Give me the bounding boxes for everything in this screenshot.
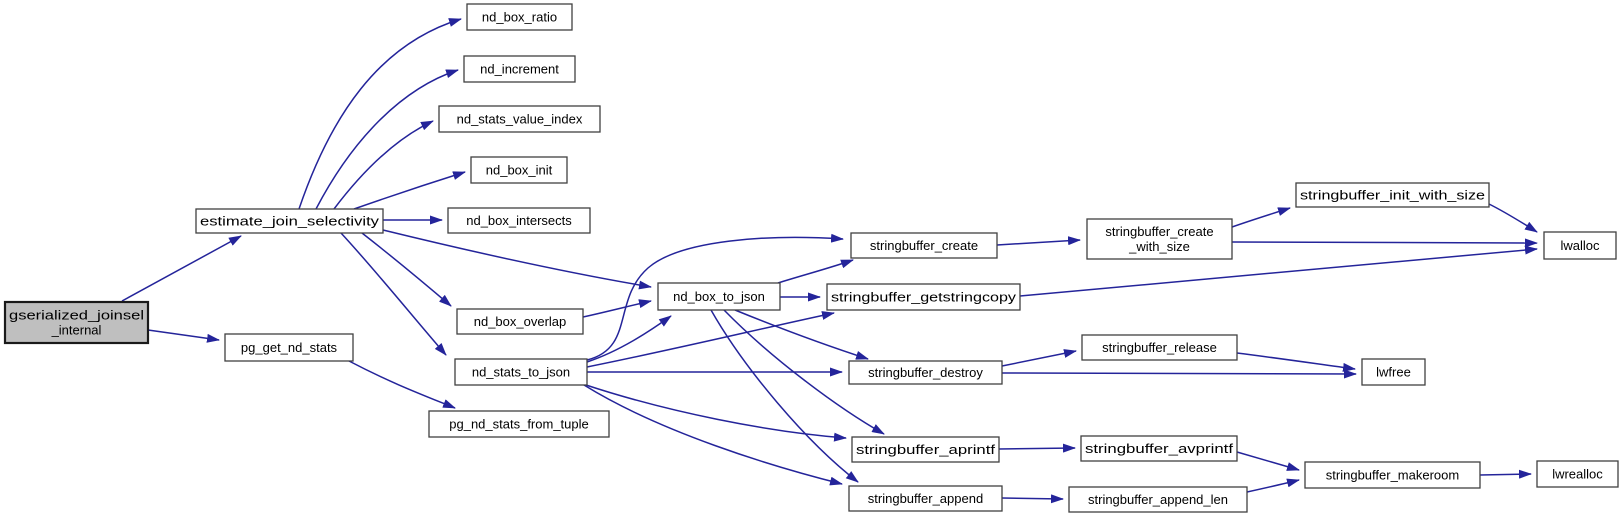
node-stringbuffer_create_with_size[interactable]: stringbuffer_create_with_size: [1086, 218, 1233, 260]
node-label: stringbuffer_getstringcopy: [831, 290, 1017, 305]
node-stringbuffer_create[interactable]: stringbuffer_create: [850, 232, 998, 259]
edge-estimate_join_selectivity-to-nd_stats_value_index: [333, 120, 434, 210]
node-nd_box_intersects[interactable]: nd_box_intersects: [447, 207, 591, 234]
edge-estimate_join_selectivity-to-nd_box_ratio: [298, 18, 462, 210]
node-label: nd_stats_value_index: [457, 112, 583, 127]
edge-nd_box_to_json-to-stringbuffer_aprintf: [723, 309, 885, 435]
node-nd_box_init[interactable]: nd_box_init: [470, 156, 568, 184]
node-stringbuffer_append[interactable]: stringbuffer_append: [848, 485, 1003, 512]
edge-nd_box_to_json-to-stringbuffer_destroy: [734, 309, 869, 360]
node-stringbuffer_release[interactable]: stringbuffer_release: [1081, 334, 1238, 361]
node-stringbuffer_getstringcopy[interactable]: stringbuffer_getstringcopy: [826, 283, 1021, 311]
node-nd_box_ratio[interactable]: nd_box_ratio: [466, 3, 573, 31]
edge-nd_stats_to_json-to-nd_box_to_json: [586, 315, 672, 363]
node-lwfree[interactable]: lwfree: [1361, 358, 1426, 386]
node-stringbuffer_append_len[interactable]: stringbuffer_append_len: [1068, 486, 1248, 513]
node-pg_nd_stats_from_tuple[interactable]: pg_nd_stats_from_tuple: [428, 410, 610, 438]
edge-nd_stats_to_json-to-stringbuffer_getstringcopy: [586, 311, 835, 368]
node-label: stringbuffer_aprintf: [856, 442, 995, 457]
node-label: nd_box_intersects: [466, 213, 572, 228]
edge-stringbuffer_avprintf-to-stringbuffer_makeroom: [1236, 451, 1300, 471]
node-stringbuffer_avprintf[interactable]: stringbuffer_avprintf: [1080, 435, 1238, 462]
node-label: _internal: [51, 323, 102, 338]
edge-stringbuffer_aprintf-to-stringbuffer_avprintf: [998, 443, 1076, 453]
node-estimate_join_selectivity[interactable]: estimate_join_selectivity: [195, 208, 384, 234]
node-lwrealloc[interactable]: lwrealloc: [1536, 460, 1619, 488]
edges-layer: [121, 18, 1538, 504]
node-label: gserialized_joinsel: [9, 308, 144, 323]
node-label: nd_box_init: [486, 163, 553, 178]
edge-gserialized_joinsel_internal-to-pg_get_nd_stats: [147, 329, 220, 343]
node-gserialized_joinsel_internal[interactable]: gserialized_joinsel_internal: [3, 300, 150, 345]
node-label: stringbuffer_release: [1102, 340, 1217, 355]
node-label: nd_increment: [480, 62, 559, 77]
edge-stringbuffer_create_with_size-to-lwalloc: [1231, 238, 1538, 248]
edge-pg_get_nd_stats-to-pg_nd_stats_from_tuple: [348, 360, 456, 409]
edge-estimate_join_selectivity-to-nd_box_overlap: [361, 232, 452, 307]
edge-estimate_join_selectivity-to-nd_box_init: [353, 171, 466, 210]
node-stringbuffer_aprintf[interactable]: stringbuffer_aprintf: [851, 436, 1000, 463]
edge-estimate_join_selectivity-to-nd_stats_to_json: [340, 232, 447, 356]
node-label: lwrealloc: [1552, 467, 1603, 482]
node-nd_box_to_json[interactable]: nd_box_to_json: [657, 282, 781, 311]
edge-estimate_join_selectivity-to-nd_increment: [315, 69, 459, 210]
node-label: lwalloc: [1560, 238, 1600, 253]
node-nd_stats_to_json[interactable]: nd_stats_to_json: [454, 358, 588, 386]
edge-nd_box_to_json-to-stringbuffer_append: [710, 309, 859, 483]
node-label: nd_box_to_json: [673, 289, 765, 304]
node-nd_increment[interactable]: nd_increment: [463, 55, 576, 83]
nodes-layer: gserialized_joinsel_internal estimate_joi…: [3, 3, 1619, 513]
node-lwalloc[interactable]: lwalloc: [1543, 231, 1617, 260]
edge-stringbuffer_getstringcopy-to-lwalloc: [1019, 245, 1538, 297]
node-label: stringbuffer_makeroom: [1326, 468, 1459, 483]
node-label: stringbuffer_create: [1105, 224, 1213, 239]
node-label: lwfree: [1376, 365, 1411, 380]
edge-stringbuffer_destroy-to-stringbuffer_release: [1001, 349, 1077, 367]
node-label: nd_box_ratio: [482, 10, 557, 25]
node-label: pg_get_nd_stats: [241, 340, 338, 355]
edge-stringbuffer_append-to-stringbuffer_append_len: [1001, 494, 1064, 504]
node-label: estimate_join_selectivity: [200, 214, 380, 229]
edge-nd_stats_to_json-to-stringbuffer_create: [586, 233, 844, 361]
node-stringbuffer_destroy[interactable]: stringbuffer_destroy: [848, 360, 1003, 385]
node-nd_box_overlap[interactable]: nd_box_overlap: [456, 308, 584, 335]
edge-stringbuffer_destroy-to-lwfree: [1001, 369, 1357, 379]
edge-gserialized_joinsel_internal-to-estimate_join_selectivity: [121, 235, 242, 302]
edge-nd_stats_to_json-to-stringbuffer_aprintf: [585, 384, 847, 442]
edge-stringbuffer_release-to-lwfree: [1236, 352, 1356, 372]
node-label: nd_box_overlap: [474, 314, 567, 329]
node-label: stringbuffer_destroy: [868, 365, 983, 380]
edge-nd_box_overlap-to-nd_box_to_json: [582, 299, 652, 318]
node-pg_get_nd_stats[interactable]: pg_get_nd_stats: [224, 333, 354, 362]
node-nd_stats_value_index[interactable]: nd_stats_value_index: [438, 105, 601, 133]
edge-estimate_join_selectivity-to-nd_box_to_json: [382, 229, 652, 290]
node-label: stringbuffer_avprintf: [1085, 441, 1233, 456]
node-label: nd_stats_to_json: [472, 365, 570, 380]
node-label: stringbuffer_init_with_size: [1300, 188, 1485, 203]
edge-stringbuffer_create-to-stringbuffer_create_with_size: [996, 236, 1081, 246]
edge-stringbuffer_create_with_size-to-stringbuffer_init_with_size: [1231, 207, 1291, 228]
node-label: _with_size: [1128, 239, 1190, 254]
edge-nd_stats_to_json-to-stringbuffer_append: [583, 384, 843, 486]
node-label: stringbuffer_append: [868, 491, 983, 506]
node-stringbuffer_makeroom[interactable]: stringbuffer_makeroom: [1304, 461, 1481, 489]
edge-stringbuffer_init_with_size-to-lwalloc: [1488, 203, 1538, 233]
node-label: pg_nd_stats_from_tuple: [449, 417, 588, 432]
node-stringbuffer_init_with_size[interactable]: stringbuffer_init_with_size: [1295, 182, 1490, 208]
node-label: stringbuffer_create: [870, 238, 978, 253]
edge-nd_box_to_json-to-stringbuffer_create: [777, 259, 854, 284]
edge-stringbuffer_makeroom-to-lwrealloc: [1479, 469, 1532, 479]
node-label: stringbuffer_append_len: [1088, 492, 1228, 507]
edge-stringbuffer_append_len-to-stringbuffer_makeroom: [1246, 478, 1300, 493]
